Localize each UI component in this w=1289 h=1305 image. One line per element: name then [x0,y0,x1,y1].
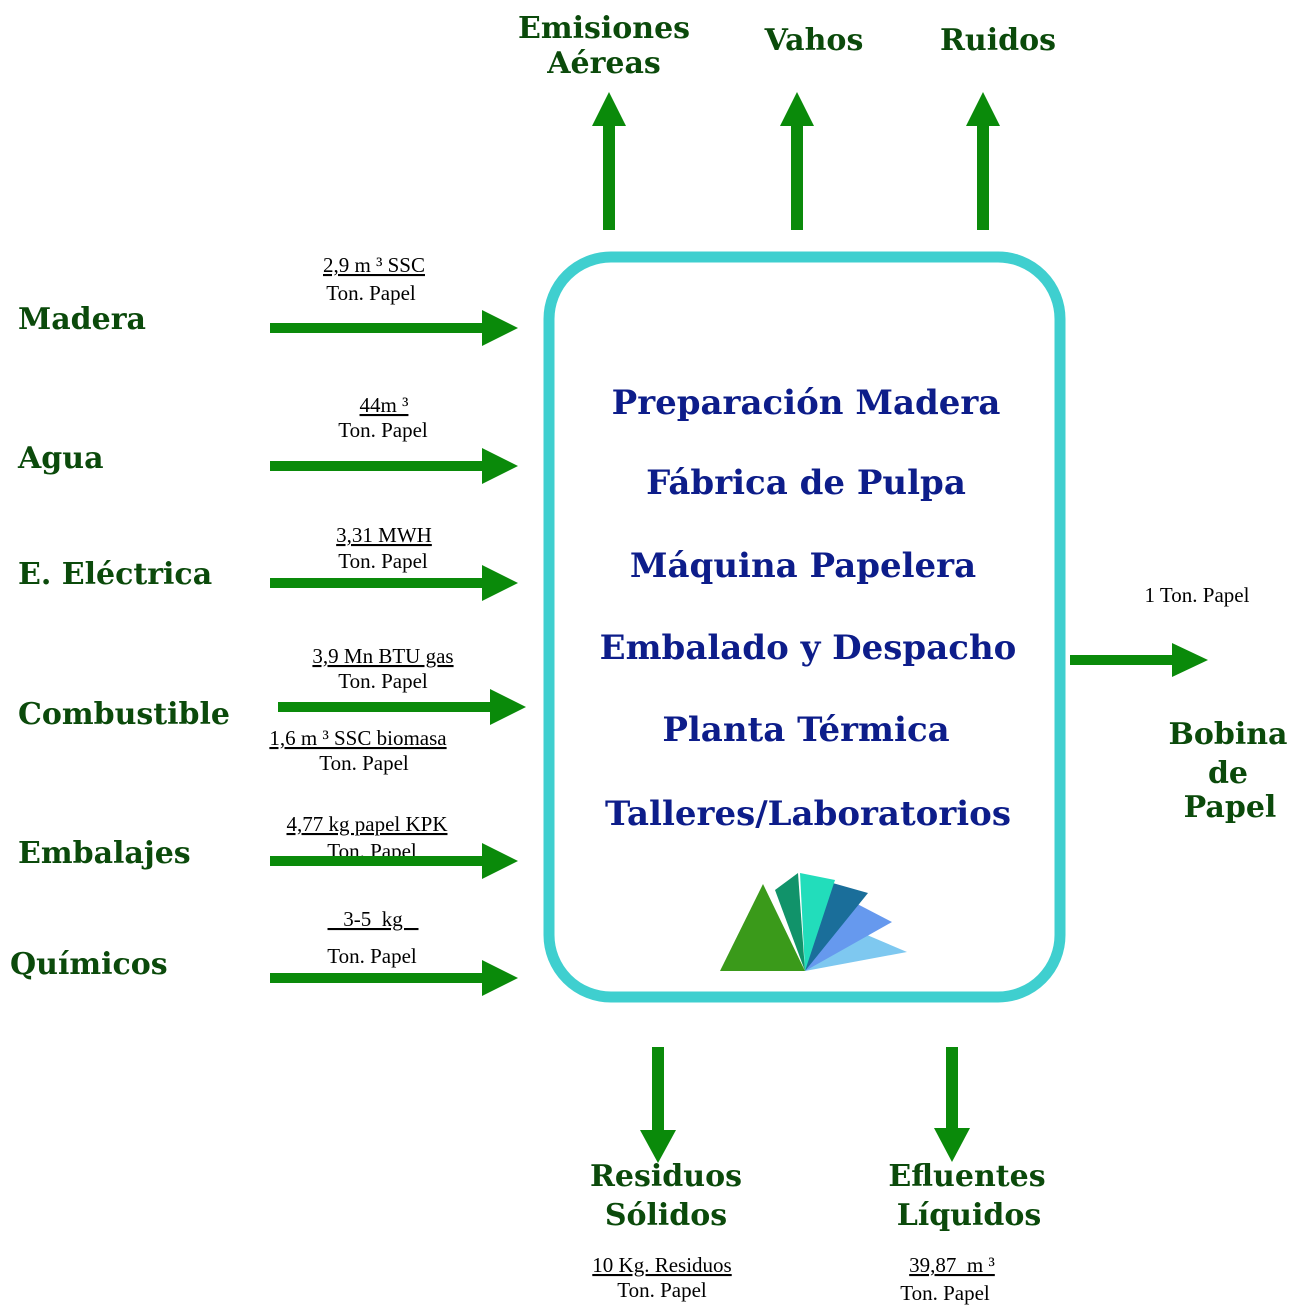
input-madera-rate-bottom: Ton. Papel [326,281,416,305]
input-madera-rate-top: 2,9 m ³ SSC [323,253,425,277]
output-residuos-rate-bottom: Ton. Papel [617,1278,707,1302]
process-item-maquina: Máquina Papelera [630,546,976,586]
output-efluentes-line2: Líquidos [897,1198,1042,1233]
paper-fan-logo-icon [720,873,907,971]
input-agua-label: Agua [17,441,104,476]
input-madera-label: Madera [18,302,146,337]
input-electrica-label: E. Eléctrica [18,557,212,592]
output-ruidos: Ruidos [940,23,1056,58]
arrow-residuos [640,1047,676,1163]
input-electrica-rate-top: 3,31 MWH [336,523,432,547]
process-item-embalado: Embalado y Despacho [600,628,1017,668]
arrow-emisiones [592,92,626,230]
output-vahos: Vahos [764,23,864,58]
output-bobina-line1: Bobina [1169,717,1288,752]
input-combustible-rate2-top: 1,6 m ³ SSC biomasa [269,726,447,750]
output-efluentes-rate-bottom: Ton. Papel [900,1281,990,1305]
input-quimicos-rate-top: 3-5 kg [328,907,419,931]
arrow-efluentes [934,1047,970,1162]
input-quimicos-rate-bottom: Ton. Papel [327,944,417,968]
input-combustible-rate2-bottom: Ton. Papel [319,751,409,775]
input-embalajes-rate-top: 4,77 kg papel KPK [287,812,448,836]
output-efluentes-line1: Efluentes [888,1159,1045,1194]
input-agua-rate-top: 44m ³ [360,393,409,417]
output-residuos-line1: Residuos [590,1159,742,1194]
output-residuos-rate-top: 10 Kg. Residuos [592,1253,731,1277]
arrow-ruidos [966,92,1000,230]
input-combustible-rate-top: 3,9 Mn BTU gas [312,644,453,668]
input-combustible-rate-bottom: Ton. Papel [338,669,428,693]
output-efluentes-rate-top: 39,87 m ³ [909,1253,995,1277]
output-bobina-line2: de [1208,756,1248,791]
arrow-combustible [278,689,526,725]
process-item-pulpa: Fábrica de Pulpa [646,463,966,503]
process-box [543,251,1066,1003]
output-emisiones-line1: Emisiones [518,11,690,46]
input-quimicos-label: Químicos [10,947,168,982]
input-combustible-label: Combustible [18,697,230,732]
input-embalajes-label: Embalajes [18,836,191,871]
input-agua-rate-bottom: Ton. Papel [338,418,428,442]
output-bobina-line3: Papel [1184,790,1277,825]
output-right-rate: 1 Ton. Papel [1145,583,1250,607]
arrow-madera [270,310,518,346]
arrow-vahos [780,92,814,230]
process-item-preparacion: Preparación Madera [612,383,1001,423]
output-emisiones-line2: Aéreas [546,46,661,81]
process-item-talleres: Talleres/Laboratorios [605,794,1011,834]
process-item-termica: Planta Térmica [662,710,949,750]
arrow-bobina [1070,643,1208,677]
arrow-agua [270,448,518,484]
output-residuos-line2: Sólidos [605,1198,727,1233]
input-electrica-rate-bottom: Ton. Papel [338,549,428,573]
